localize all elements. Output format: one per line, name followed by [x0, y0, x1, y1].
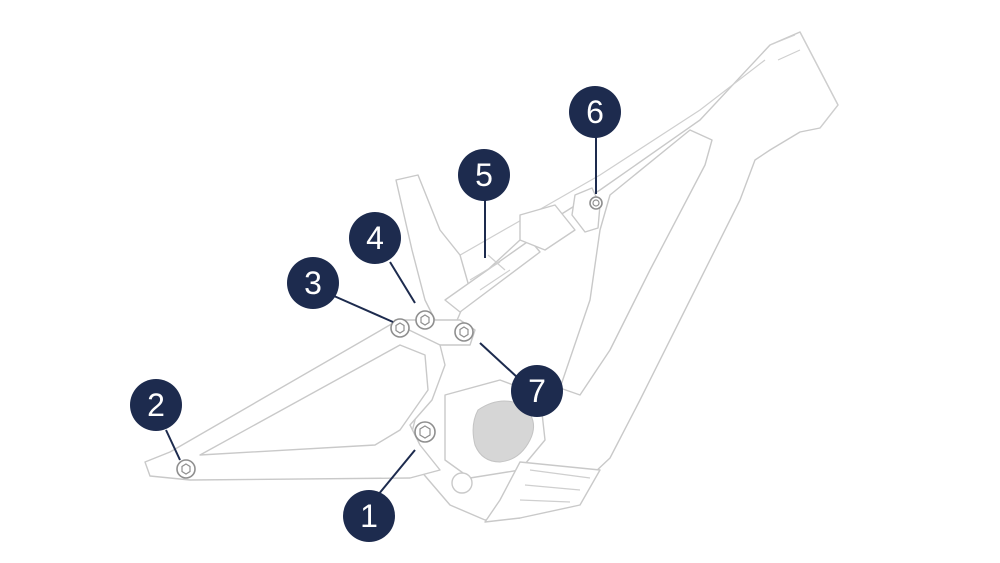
- callout-4-circle: [349, 212, 401, 264]
- pivot-2-bolt: [176, 459, 196, 479]
- leader-7: [479, 342, 519, 379]
- callout-3: 3: [287, 257, 339, 309]
- pivot-4-bolt: [415, 310, 435, 330]
- leader-2: [165, 429, 181, 461]
- shock-body: [444, 239, 541, 313]
- motor-bolt: [451, 472, 473, 494]
- pivot-1-bolt: [414, 421, 436, 443]
- callout-5-number: 5: [475, 157, 493, 193]
- callout-6-number: 6: [586, 94, 604, 130]
- pivot-3-bolt: [390, 318, 410, 338]
- leader-lines: [165, 136, 597, 496]
- callout-4-number: 4: [366, 220, 384, 256]
- leader-3: [333, 295, 394, 323]
- pivot-6-bolt: [589, 196, 603, 210]
- callout-4: 4: [349, 212, 401, 264]
- pivot-7-bolt: [454, 322, 474, 342]
- callout-2-circle: [130, 379, 182, 431]
- callout-badges: 1 2 3 4 5 6 7: [130, 86, 621, 542]
- skid-plate: [484, 461, 601, 523]
- callout-1-number: 1: [360, 498, 378, 534]
- callout-1: 1: [343, 490, 395, 542]
- leader-4: [389, 261, 416, 304]
- callout-5: 5: [458, 149, 510, 201]
- skid-plate-detail: [519, 469, 591, 503]
- callout-7: 7: [511, 365, 563, 417]
- callout-2-number: 2: [147, 387, 165, 423]
- callout-3-number: 3: [304, 265, 322, 301]
- callout-5-circle: [458, 149, 510, 201]
- callout-6: 6: [569, 86, 621, 138]
- callout-6-circle: [569, 86, 621, 138]
- callout-3-circle: [287, 257, 339, 309]
- frame-line-art: [144, 31, 839, 523]
- callout-1-circle: [343, 490, 395, 542]
- shock-detail: [469, 254, 511, 291]
- pivot-points: [176, 196, 603, 479]
- front-triangle-cutout: [559, 129, 713, 396]
- head-tube-detail: [769, 31, 839, 129]
- callout-2: 2: [130, 379, 182, 431]
- shock-mount: [519, 204, 576, 251]
- leader-1: [377, 449, 416, 496]
- rear-triangle-cutout: [199, 344, 429, 456]
- callout-7-number: 7: [528, 373, 546, 409]
- callout-7-circle: [511, 365, 563, 417]
